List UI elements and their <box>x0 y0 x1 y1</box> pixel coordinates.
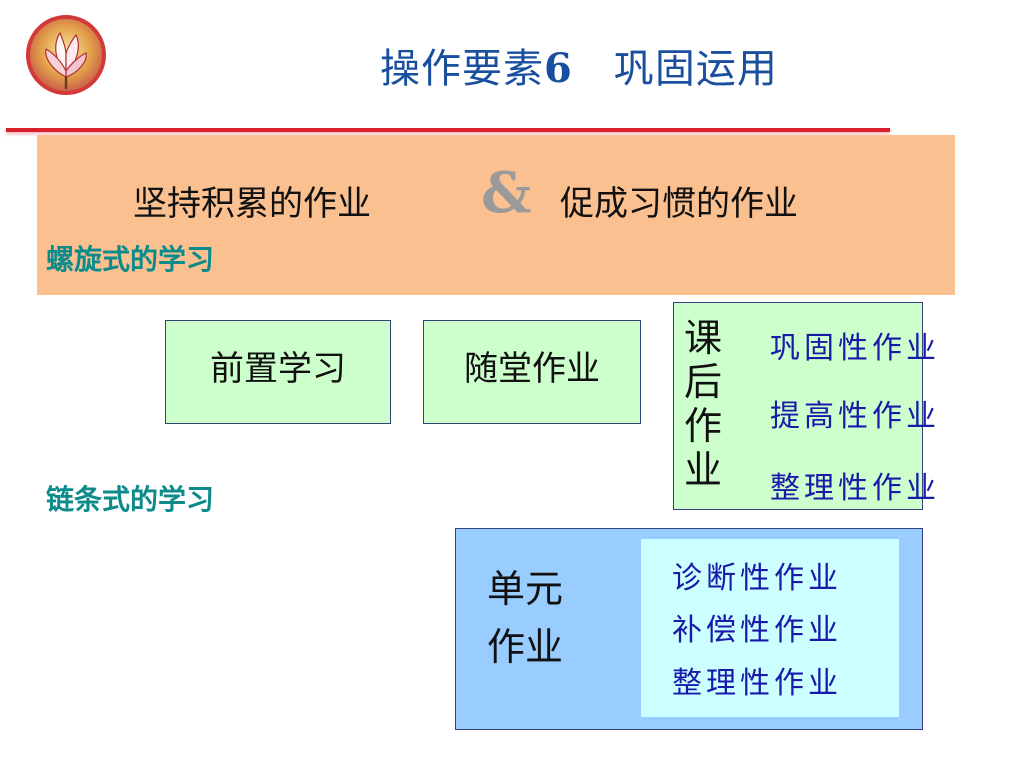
page-title: 操作要素6 巩固运用 <box>380 36 778 94</box>
ampersand-symbol: & <box>481 160 532 226</box>
title-prefix: 操作要素 <box>380 46 544 92</box>
banner-left-text: 坚持积累的作业 <box>133 184 371 224</box>
banner-right-text: 促成习惯的作业 <box>560 184 798 224</box>
after-class-homework-box <box>673 302 923 510</box>
title-suffix: 巩固运用 <box>613 46 778 92</box>
unit-homework-item: 诊断性作业 <box>672 561 842 596</box>
unit-homework-label: 单元作业 <box>487 567 564 669</box>
unit-homework-item: 整理性作业 <box>672 666 842 701</box>
after-class-item: 提高性作业 <box>770 399 940 434</box>
pre-study-box: 前置学习 <box>165 320 391 424</box>
after-class-item: 巩固性作业 <box>770 331 940 366</box>
unit-homework-item: 补偿性作业 <box>672 613 842 648</box>
spiral-learning-label: 螺旋式的学习 <box>46 243 215 276</box>
pre-study-label: 前置学习 <box>210 349 346 389</box>
chain-learning-label: 链条式的学习 <box>46 483 215 516</box>
after-class-label: 课后作业 <box>684 316 723 492</box>
banner-panel <box>37 135 955 295</box>
in-class-homework-box: 随堂作业 <box>423 320 641 424</box>
magnolia-logo-icon <box>26 15 106 95</box>
title-divider <box>6 128 890 132</box>
unit-homework-list <box>641 539 899 717</box>
in-class-homework-label: 随堂作业 <box>464 349 600 389</box>
after-class-item: 整理性作业 <box>770 471 940 506</box>
title-number: 6 <box>544 45 573 92</box>
